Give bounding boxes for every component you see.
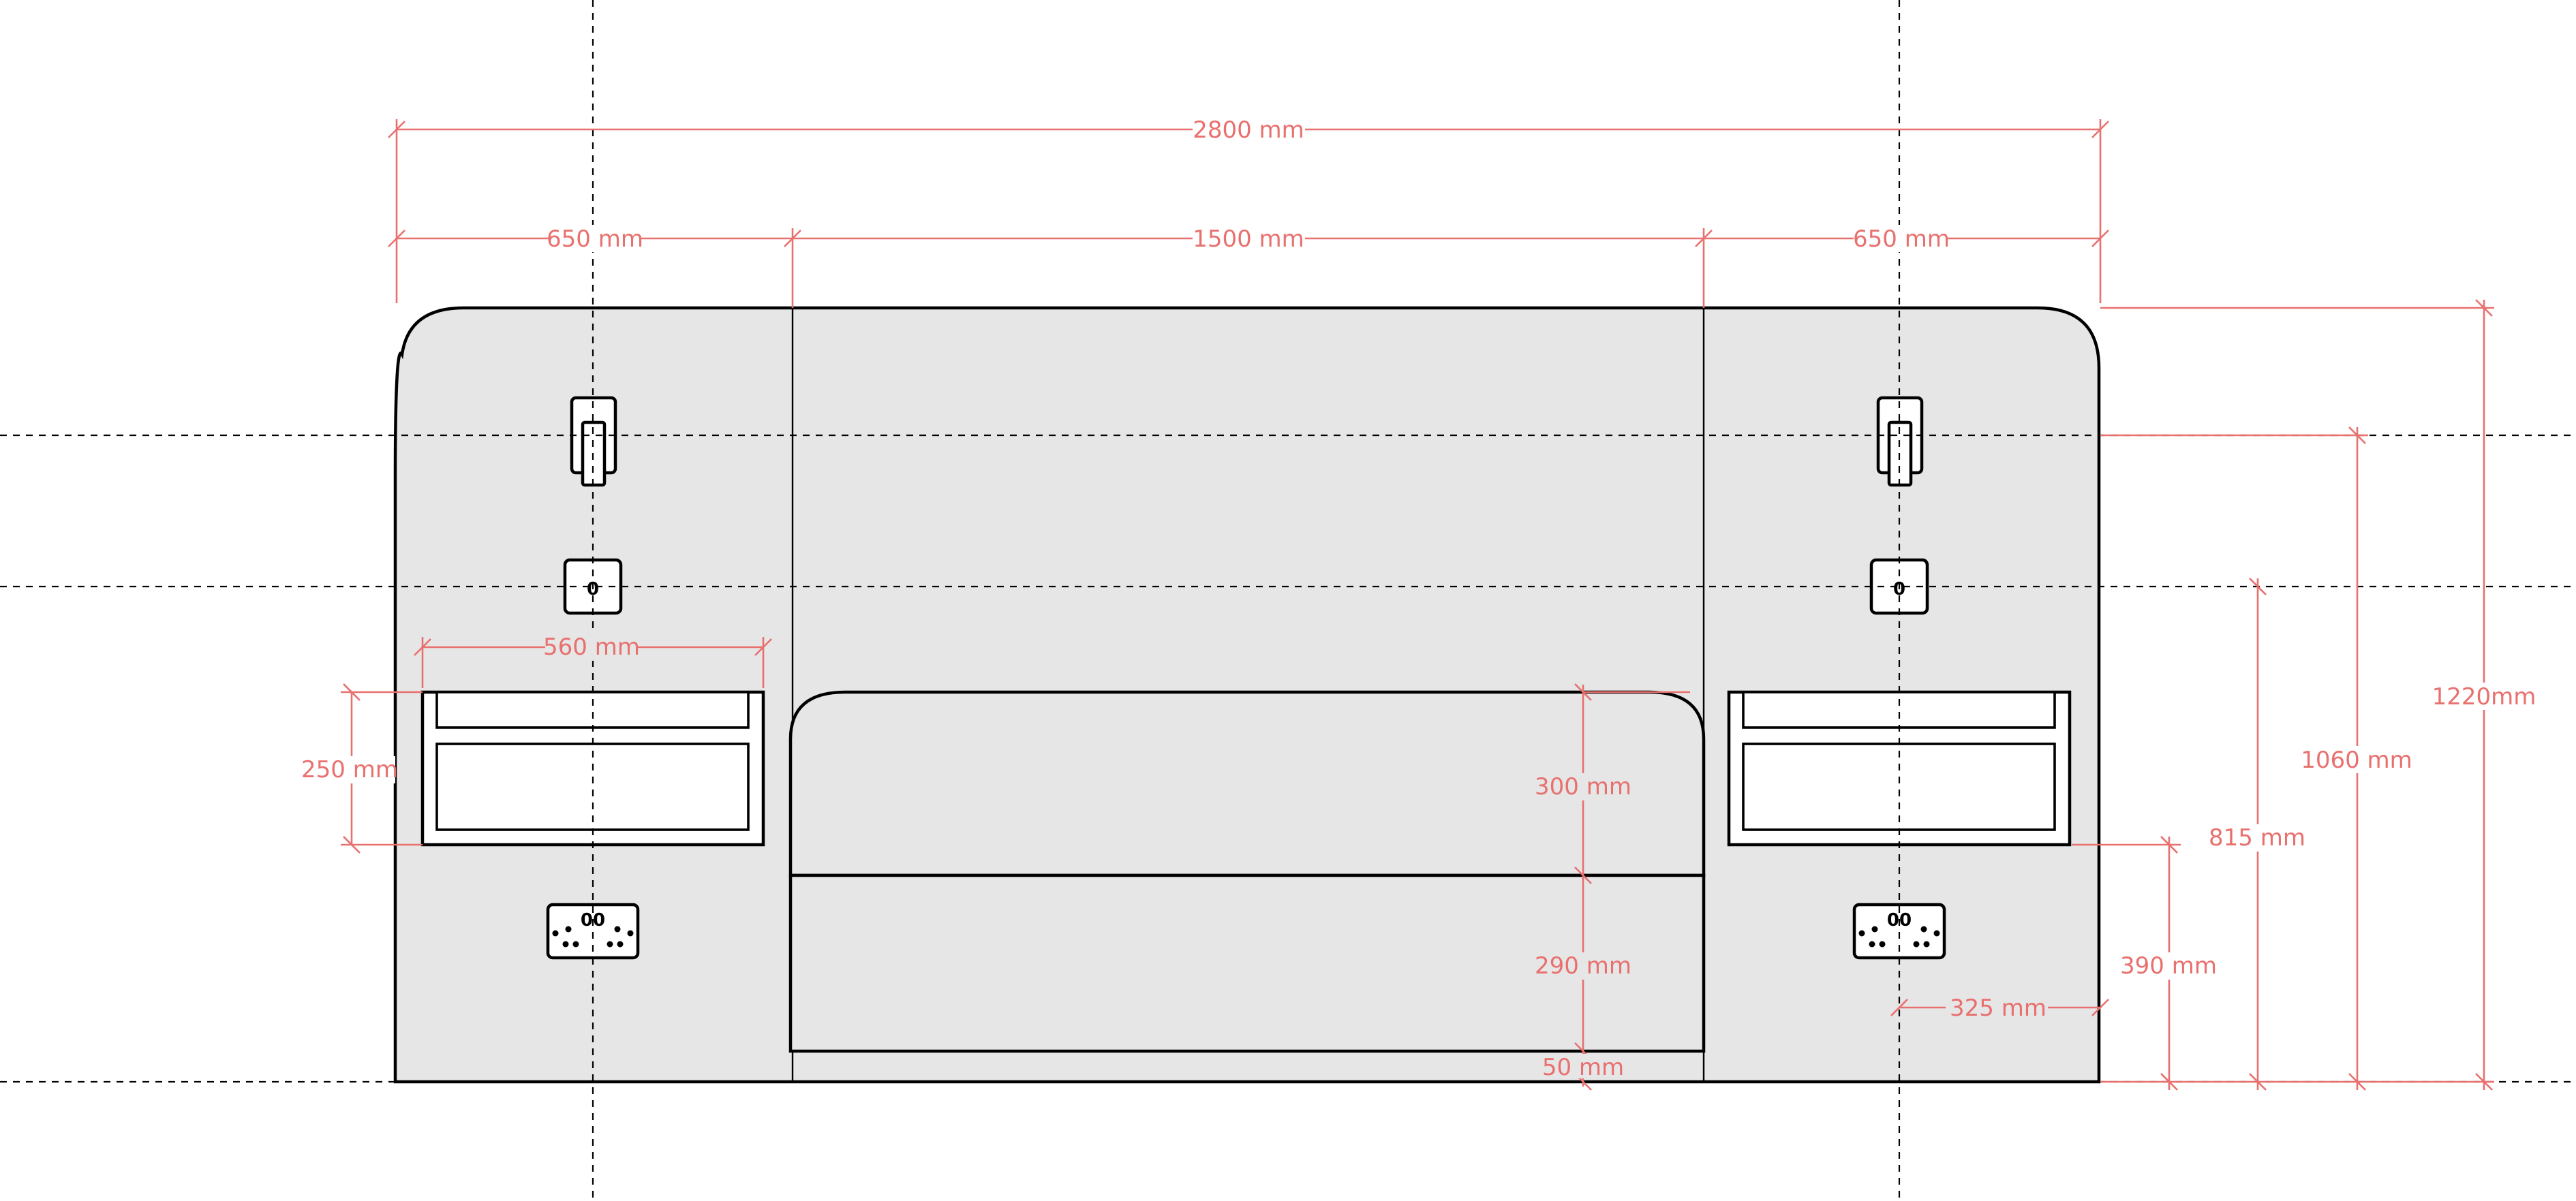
light-height-label: 1060 mm — [2301, 747, 2412, 774]
dimension-headboard-heights: 300 mm 290 mm 50 mm — [1533, 683, 1690, 1091]
overall-height-label: 1220mm — [2432, 683, 2536, 711]
dimension-shelf-height: 250 mm — [301, 683, 423, 854]
dimension-socket-offset: 325 mm — [1890, 995, 2109, 1022]
dimension-right-heights: 1220mm 1060 mm 815 mm 390 mm — [2072, 299, 2536, 1091]
dimension-panel-widths: 650 mm 1500 mm 650 mm — [388, 225, 2109, 308]
right-panel-width-label: 650 mm — [1853, 225, 1950, 253]
left-panel-width-label: 650 mm — [547, 225, 643, 253]
switch-height-label: 815 mm — [2209, 824, 2305, 852]
double-socket-icon: 00 — [546, 903, 640, 960]
overall-width-label: 2800 mm — [1193, 116, 1304, 144]
dimension-overall-width: 2800 mm — [388, 116, 2109, 303]
headboard-lower-label: 290 mm — [1535, 952, 1631, 980]
dimension-shelf-width: 560 mm — [414, 634, 772, 688]
shelf-width-label: 560 mm — [543, 634, 640, 661]
socket-offset-label: 325 mm — [1950, 995, 2046, 1022]
shelf-height-label: 250 mm — [301, 756, 398, 783]
headboard-gap-label: 50 mm — [1542, 1054, 1624, 1081]
center-panel-width-label: 1500 mm — [1193, 225, 1304, 253]
headboard-upper-label: 300 mm — [1535, 773, 1631, 800]
shelf-bottom-height-label: 390 mm — [2120, 952, 2217, 980]
